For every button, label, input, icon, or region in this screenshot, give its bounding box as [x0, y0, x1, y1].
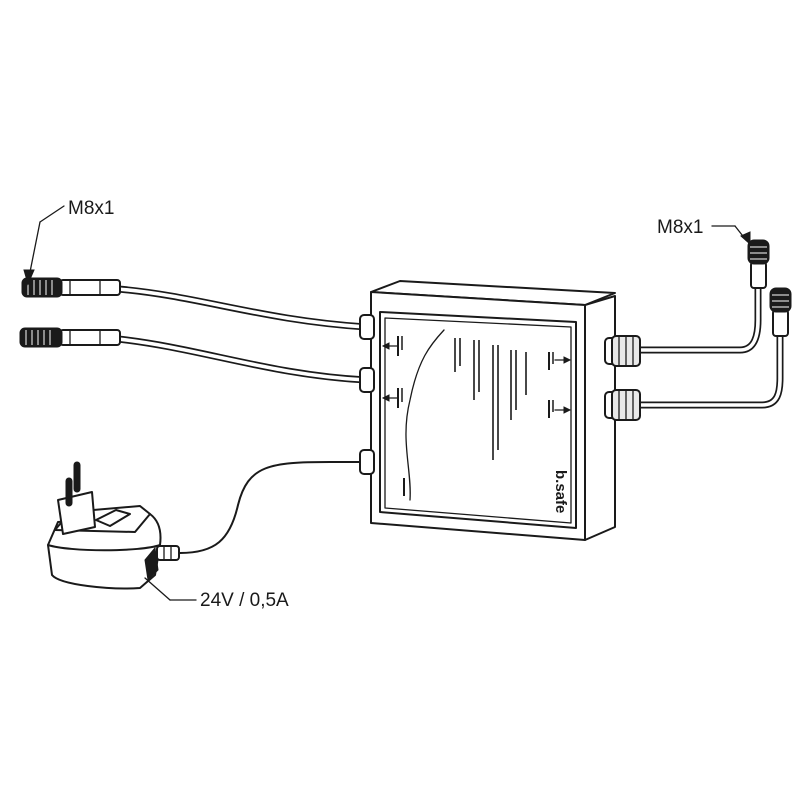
- cable-gland-right-lower: [611, 389, 641, 421]
- power-supply-label: 24V / 0,5A: [200, 590, 289, 611]
- connector-label-right: M8x1: [657, 217, 703, 238]
- callout-connector-right: M8x1: [657, 217, 751, 246]
- fine-print-lines: [397, 336, 554, 496]
- callout-power-supply: 24V / 0,5A: [144, 577, 289, 611]
- brand-logo: b.safe: [552, 470, 569, 513]
- box-label-panel: b.safe: [381, 336, 572, 513]
- cable-gland-right-upper: [611, 335, 641, 367]
- m8-connector-icon: [747, 239, 770, 289]
- m8-connector-icon: [769, 287, 792, 337]
- left-cable-lower: [114, 335, 370, 384]
- right-cable-upper: [636, 281, 762, 354]
- m8-connector-icon: [21, 277, 121, 298]
- connector-label-left: M8x1: [68, 198, 114, 219]
- junction-box-icon: [359, 280, 620, 541]
- left-cable-upper: [114, 285, 370, 331]
- callout-connector-left: M8x1: [23, 198, 114, 286]
- m8-connector-icon: [19, 327, 121, 348]
- power-cable: [179, 461, 367, 554]
- eu-plug-adapter-icon: [47, 461, 180, 590]
- right-cable-lower: [636, 328, 784, 409]
